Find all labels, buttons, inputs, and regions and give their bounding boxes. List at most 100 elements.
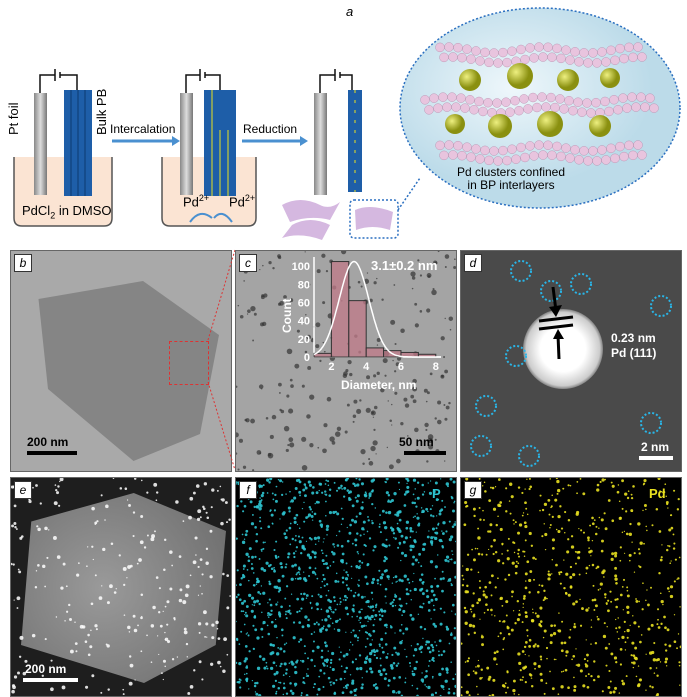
particle	[133, 628, 138, 633]
scale-bar	[639, 456, 673, 460]
particle	[651, 524, 654, 527]
particle	[268, 582, 272, 586]
particle	[437, 523, 440, 526]
particle	[373, 650, 377, 654]
particle	[430, 585, 434, 589]
particle	[437, 251, 440, 253]
particle	[438, 654, 441, 657]
particle	[336, 544, 340, 547]
particle	[243, 599, 247, 603]
particle	[353, 520, 358, 524]
particle	[313, 682, 316, 686]
particle	[440, 684, 443, 687]
particle	[476, 685, 478, 688]
particle	[596, 565, 600, 569]
particle	[455, 540, 456, 543]
particle	[277, 579, 281, 583]
particle	[289, 689, 293, 693]
particle	[645, 525, 647, 528]
particle	[501, 544, 504, 546]
particle	[369, 643, 373, 646]
particle	[322, 301, 326, 305]
particle	[289, 501, 292, 503]
particle	[517, 531, 521, 535]
particle	[437, 498, 440, 501]
particle	[356, 615, 358, 618]
particle	[615, 661, 618, 664]
particle	[399, 640, 403, 645]
particle	[305, 516, 308, 519]
particle	[540, 658, 543, 661]
particle	[637, 548, 640, 551]
particle	[162, 659, 166, 663]
particle	[327, 650, 329, 652]
particle	[119, 487, 123, 490]
particle	[622, 578, 626, 581]
particle	[358, 654, 362, 657]
particle	[448, 520, 451, 523]
particle	[512, 610, 515, 612]
particle	[445, 405, 450, 410]
particle	[268, 580, 271, 583]
particle	[298, 490, 302, 494]
particle	[594, 604, 598, 608]
particle	[348, 589, 350, 591]
particle	[474, 547, 477, 550]
particle	[353, 634, 358, 638]
particle	[282, 693, 285, 696]
annotations	[470, 260, 672, 467]
particle	[607, 686, 611, 689]
particle	[593, 519, 596, 521]
particle	[347, 359, 352, 365]
particle	[467, 673, 470, 677]
particle	[247, 634, 250, 637]
particle	[320, 655, 324, 659]
particle	[622, 609, 624, 611]
particle	[640, 634, 643, 636]
particle	[345, 571, 348, 574]
particle	[256, 666, 261, 671]
particle	[446, 671, 449, 674]
particle	[318, 519, 322, 523]
particle	[560, 649, 564, 653]
particle	[524, 611, 528, 614]
particle	[251, 555, 254, 559]
particle	[171, 564, 173, 567]
particle	[313, 555, 317, 559]
particle	[419, 310, 423, 313]
particle	[507, 537, 510, 540]
particle	[283, 662, 287, 666]
particle	[573, 625, 577, 629]
particle	[389, 602, 393, 605]
particle	[647, 627, 651, 631]
particle	[36, 525, 39, 528]
particle	[379, 523, 381, 525]
particle	[335, 572, 338, 575]
particle	[555, 528, 558, 531]
particle	[453, 523, 456, 527]
particle	[349, 498, 352, 501]
particle	[308, 536, 312, 540]
particle	[547, 498, 551, 502]
bp-layers	[420, 42, 659, 166]
schematic-a	[13, 7, 681, 240]
particle	[579, 669, 583, 673]
particle	[134, 478, 137, 480]
particle	[486, 666, 490, 670]
particle	[209, 529, 213, 533]
particle	[310, 632, 313, 636]
particle	[546, 657, 548, 660]
particle	[379, 514, 381, 516]
particle	[587, 536, 590, 540]
particle	[401, 614, 403, 616]
particle	[447, 485, 449, 488]
particle	[285, 448, 289, 453]
particle	[495, 523, 498, 527]
particle	[438, 639, 442, 643]
particle	[505, 510, 508, 513]
particle	[242, 564, 246, 568]
particle	[530, 544, 534, 547]
particle	[426, 646, 431, 650]
particle	[123, 583, 126, 587]
particle	[435, 644, 438, 647]
